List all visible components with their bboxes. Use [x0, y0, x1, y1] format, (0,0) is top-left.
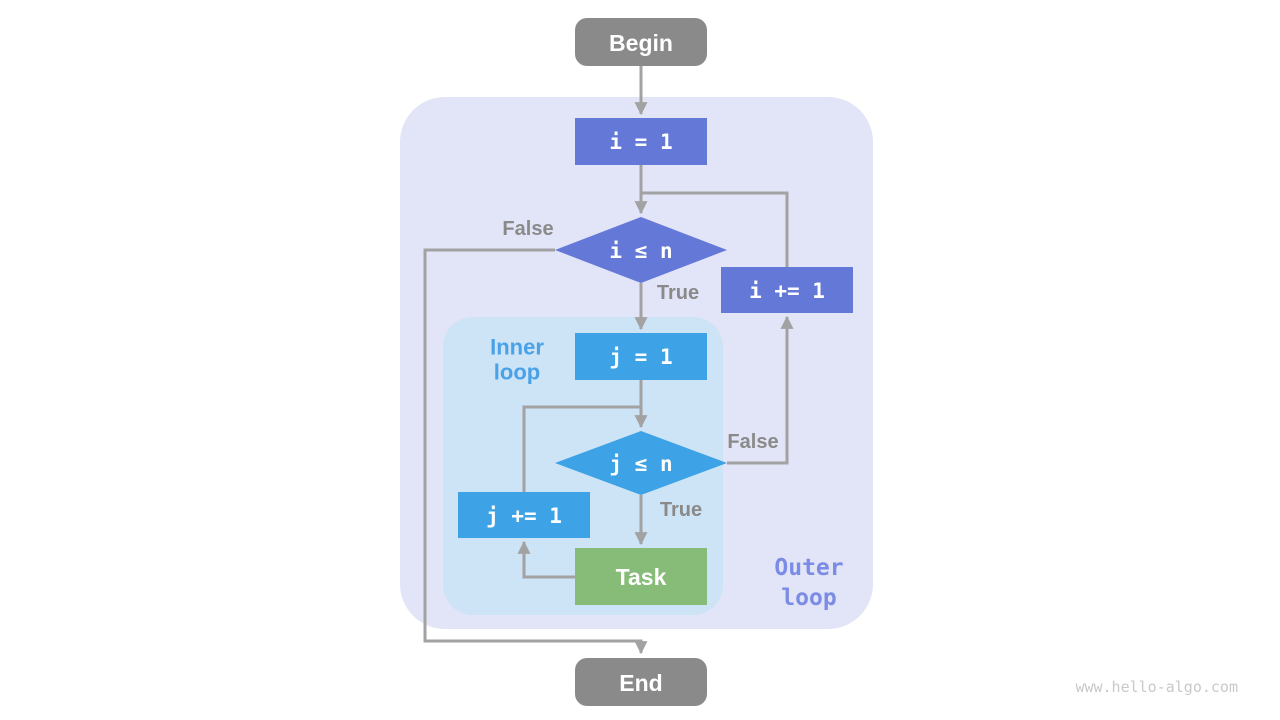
- incr-j-label: j += 1: [486, 504, 562, 528]
- watermark: www.hello-algo.com: [1075, 678, 1238, 696]
- node-begin: Begin: [575, 18, 707, 66]
- arrow-incr-i-loopback: [641, 191, 789, 267]
- end-label: End: [619, 670, 662, 696]
- node-init-i: i = 1: [575, 118, 707, 165]
- node-init-j: j = 1: [575, 333, 707, 380]
- inner-loop-title: Inner loop: [490, 335, 544, 385]
- arrow-cond-j-false-to-incr-i: [727, 315, 794, 465]
- arrow-task-to-incr-j: [517, 540, 575, 579]
- outer-false-label: False: [502, 218, 553, 240]
- branch-labels: False True False True: [502, 218, 778, 521]
- outer-true-label: True: [657, 282, 699, 304]
- init-j-label: j = 1: [609, 345, 672, 369]
- outer-loop-title-line1: Outer: [774, 555, 843, 581]
- outer-loop-title: Outer loop: [774, 555, 843, 611]
- inner-loop-title-line1: Inner: [490, 335, 544, 360]
- arrow-cond-i-false-to-end: [423, 248, 648, 655]
- cond-i-diamond: [555, 217, 727, 283]
- init-i-label: i = 1: [609, 130, 672, 154]
- arrow-incr-j-loopback: [522, 405, 641, 492]
- inner-true-label: True: [660, 499, 702, 521]
- node-cond-i: i ≤ n: [555, 217, 727, 283]
- node-incr-j: j += 1: [458, 492, 590, 538]
- cond-j-diamond: [555, 431, 727, 495]
- end-shape: [575, 658, 707, 706]
- init-j-shape: [575, 333, 707, 380]
- inner-false-label: False: [727, 431, 778, 453]
- inner-loop-title-line2: loop: [494, 360, 540, 385]
- task-shape: [575, 548, 707, 605]
- incr-i-label: i += 1: [749, 279, 825, 303]
- begin-shape: [575, 18, 707, 66]
- cond-i-label: i ≤ n: [609, 239, 672, 263]
- init-i-shape: [575, 118, 707, 165]
- task-label: Task: [616, 564, 667, 590]
- node-cond-j: j ≤ n: [555, 431, 727, 495]
- node-end: End: [575, 658, 707, 706]
- node-task: Task: [575, 548, 707, 605]
- incr-i-shape: [721, 267, 853, 313]
- outer-loop-title-line2: loop: [781, 585, 836, 611]
- flow-arrows: [423, 66, 794, 655]
- begin-label: Begin: [609, 30, 673, 56]
- cond-j-label: j ≤ n: [609, 452, 672, 476]
- node-incr-i: i += 1: [721, 267, 853, 313]
- incr-j-shape: [458, 492, 590, 538]
